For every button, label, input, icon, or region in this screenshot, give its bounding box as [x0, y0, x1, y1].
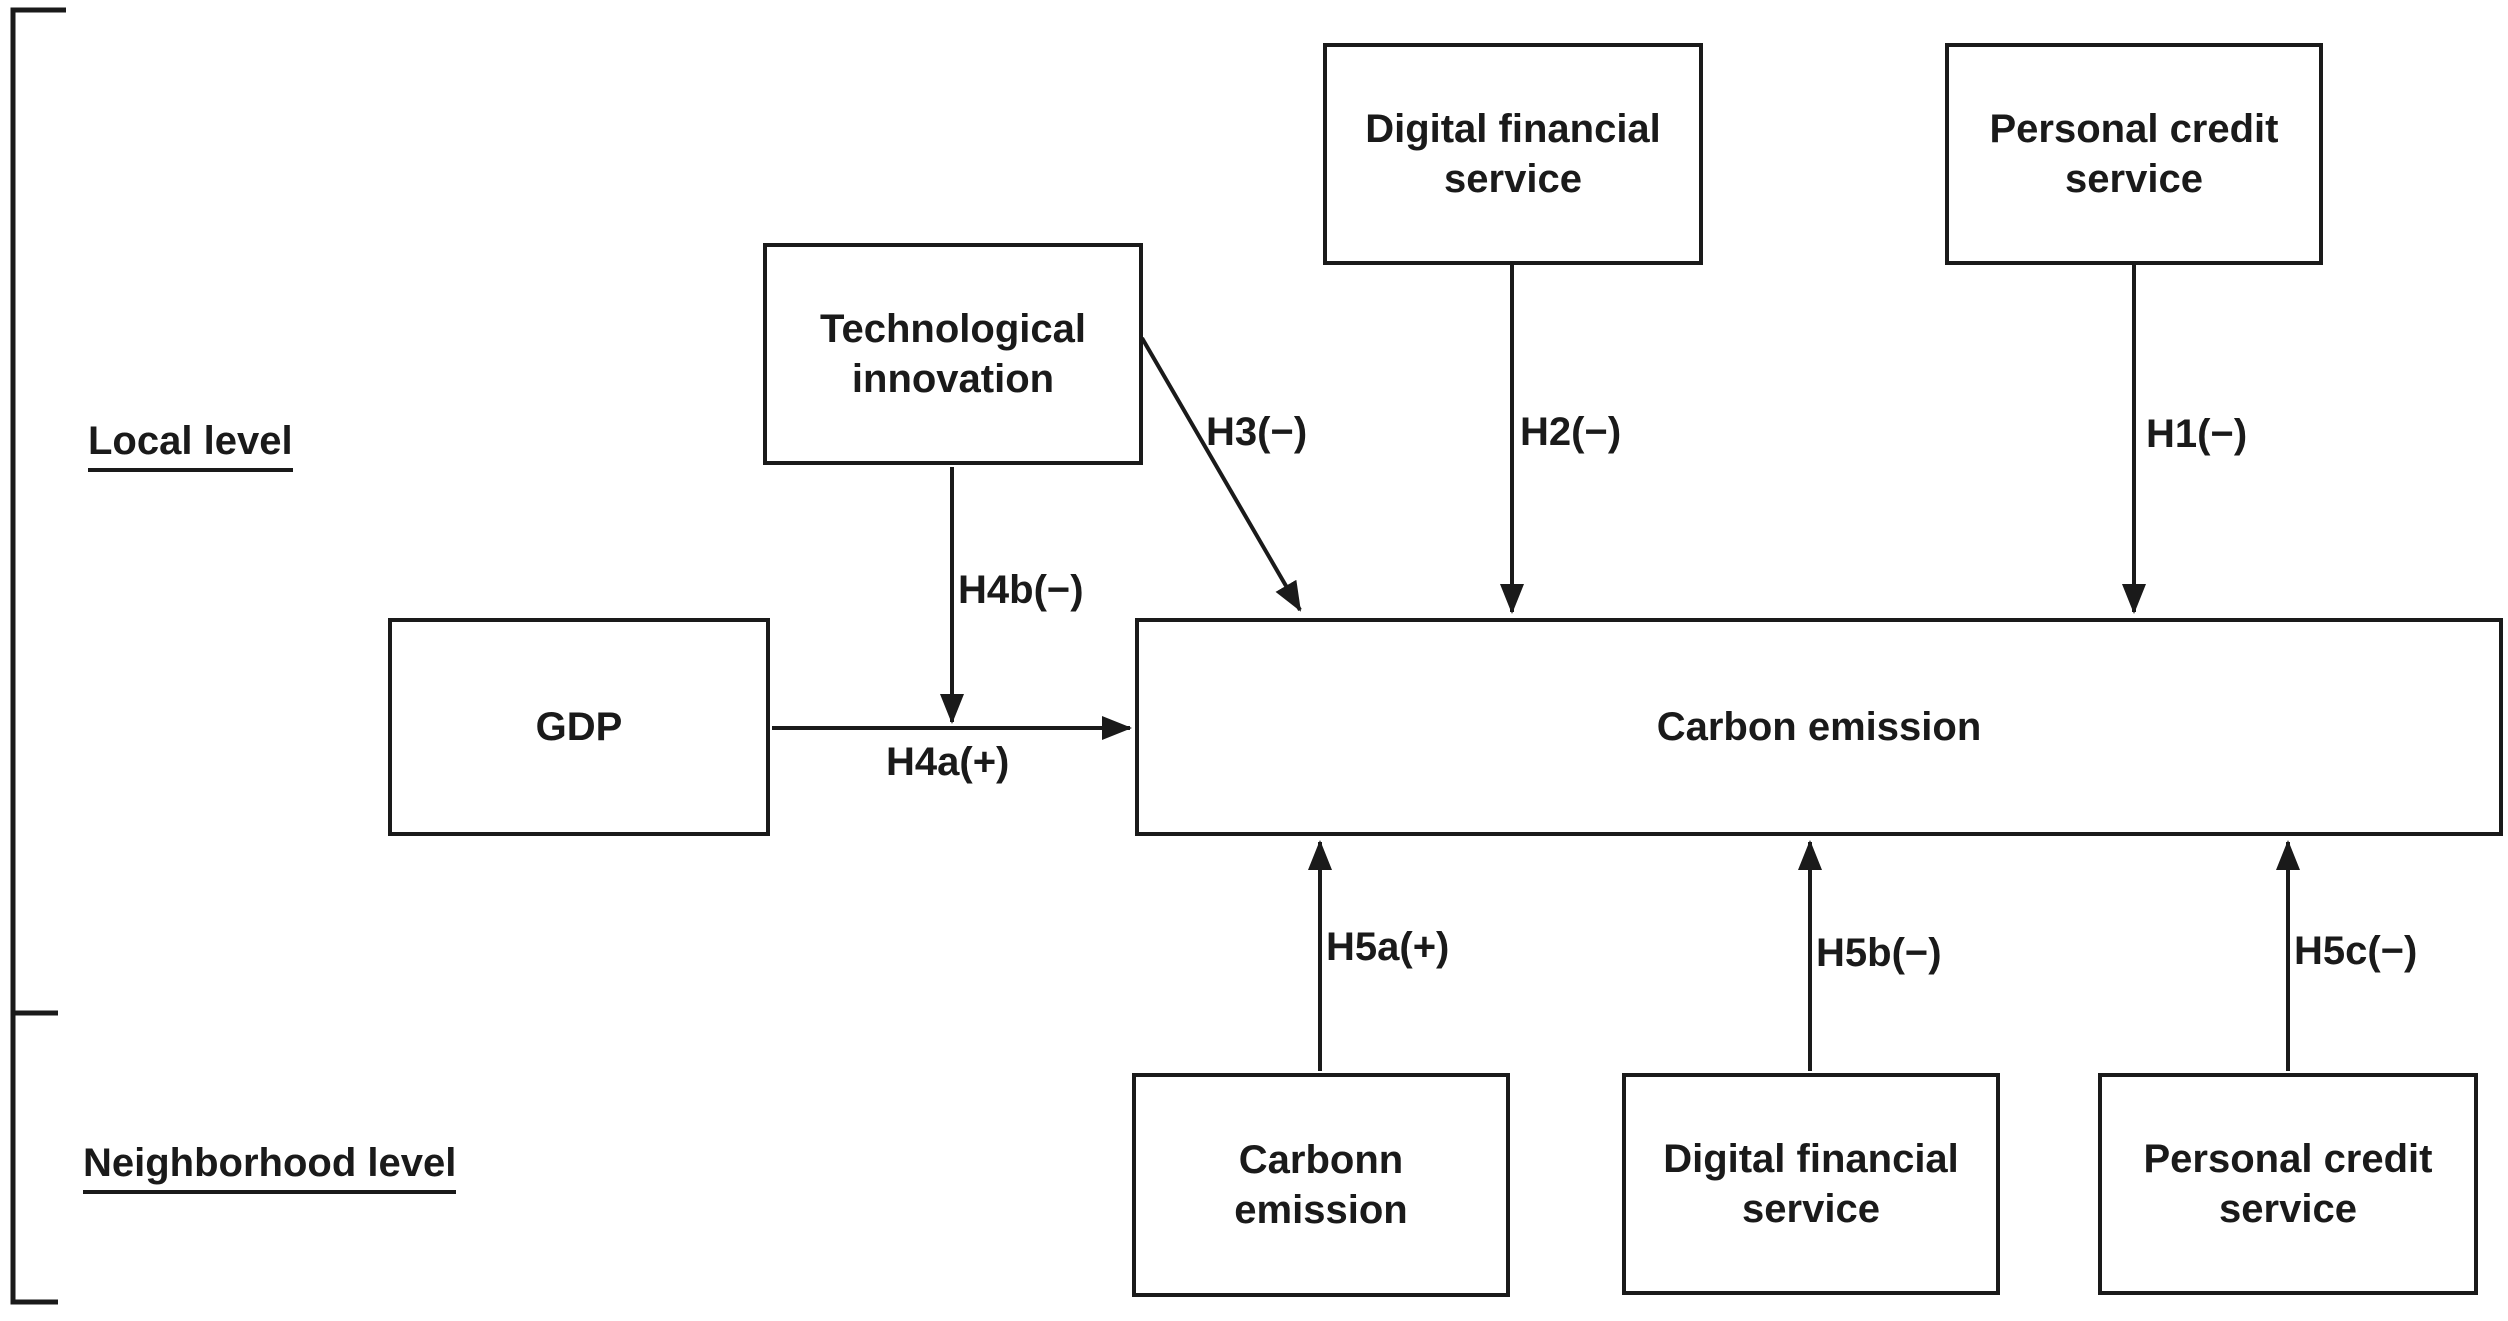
h3-label: H3(−) — [1206, 410, 1308, 454]
box-gdp: GDP — [388, 618, 770, 836]
h2-label: H2(−) — [1520, 410, 1622, 454]
h1-label: H1(−) — [2146, 412, 2248, 456]
box-personal-credit-service-local: Personal credit service — [1945, 43, 2323, 265]
box-carbon-emission-main: Carbon emission — [1135, 618, 2503, 836]
neighborhood-level-label: Neighborhood level — [83, 1140, 457, 1194]
box-carbon-emission-neighborhood: Carbonn emission — [1132, 1073, 1510, 1297]
h5b-label: H5b(−) — [1816, 931, 1942, 975]
local-level-bracket — [10, 7, 66, 1305]
local-level-label: Local level — [88, 418, 293, 472]
box-technological-innovation: Technological innovation — [763, 243, 1143, 465]
box-digital-financial-service-neighborhood: Digital financial service — [1622, 1073, 2000, 1295]
box-digital-financial-service-local: Digital financial service — [1323, 43, 1703, 265]
h5c-label: H5c(−) — [2294, 929, 2418, 973]
h4a-label: H4a(+) — [886, 740, 1010, 784]
h4b-label: H4b(−) — [958, 568, 1084, 612]
h5a-label: H5a(+) — [1326, 925, 1450, 969]
box-personal-credit-service-neighborhood: Personal credit service — [2098, 1073, 2478, 1295]
h3-arrow — [1140, 336, 1302, 612]
